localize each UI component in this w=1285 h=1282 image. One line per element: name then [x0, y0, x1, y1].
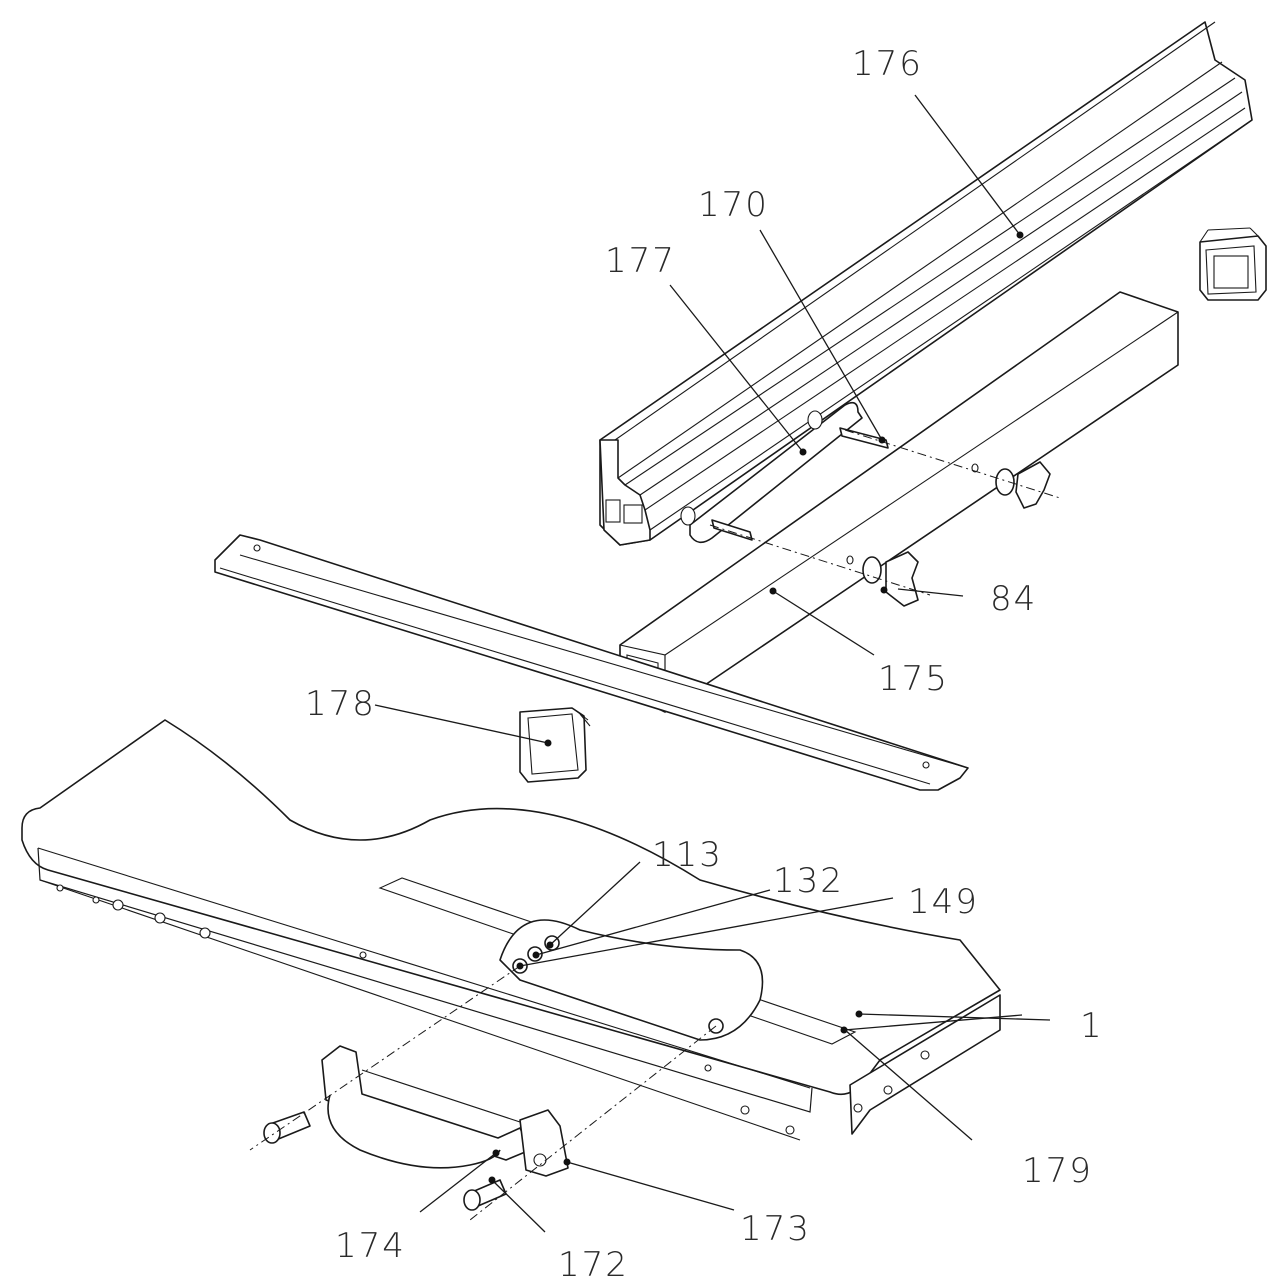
callout-170: 170	[698, 185, 769, 225]
callout-173: 173	[740, 1209, 811, 1249]
callout-172: 172	[558, 1245, 629, 1282]
leaders	[374, 94, 1051, 1233]
clamp-lever-174	[321, 1045, 569, 1177]
pivot-bracket-179	[499, 919, 764, 1041]
callout-149: 149	[908, 882, 979, 922]
callout-84: 84	[990, 579, 1037, 619]
callout-175: 175	[878, 659, 949, 699]
callout-177: 177	[605, 241, 676, 281]
callout-1: 1	[1080, 1006, 1104, 1046]
assembly-axes	[249, 429, 1061, 1221]
end-plug-178	[519, 707, 591, 783]
callout-179: 179	[1022, 1151, 1093, 1191]
cap-screws	[263, 1111, 507, 1211]
callout-132: 132	[773, 861, 844, 901]
callout-176: 176	[852, 44, 923, 84]
wing-nuts-84	[862, 461, 1051, 607]
table-plate-1	[21, 719, 1001, 1141]
rail-extrusion-176	[599, 21, 1253, 546]
channel-rail	[214, 534, 969, 791]
clamp-plate-177	[680, 401, 863, 544]
callout-labels: 176 170 177 84 175 178 113 132 149 1 179…	[305, 44, 1104, 1282]
callout-113: 113	[652, 835, 723, 875]
rail-end-cap	[1199, 227, 1267, 301]
callout-174: 174	[335, 1226, 406, 1266]
callout-178: 178	[305, 684, 376, 724]
